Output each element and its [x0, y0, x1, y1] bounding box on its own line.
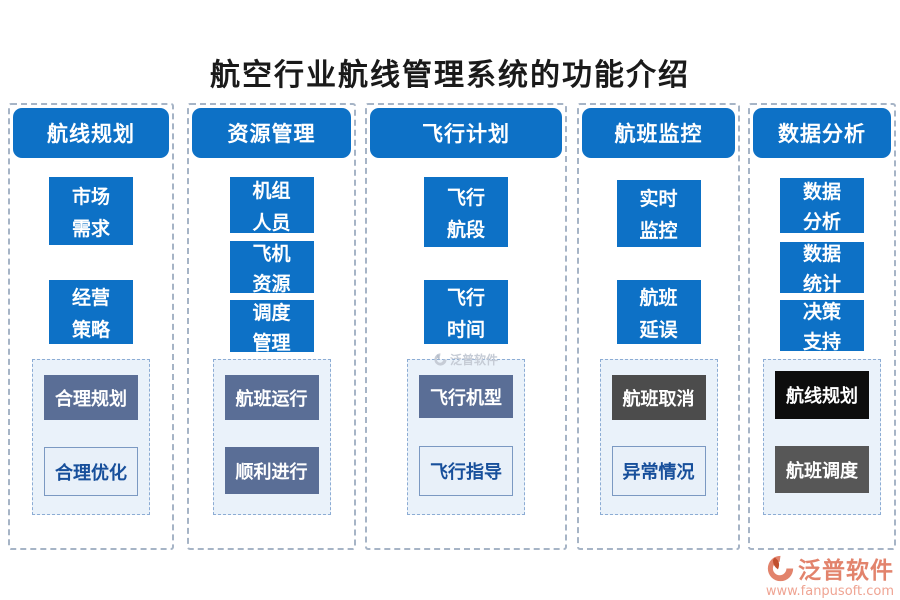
- benefit-group: 飞行机型 飞行指导: [407, 359, 525, 515]
- feature-box-data-analysis: 数据 分析: [780, 178, 864, 233]
- feature-text-line: 飞行: [446, 186, 485, 209]
- feature-text-line: 飞机: [252, 242, 291, 265]
- feature-text-line: 经营: [71, 286, 110, 309]
- column-data-analysis: 数据分析 数据 分析 数据 统计 决策 支持 航线规划 航班调度: [748, 103, 896, 550]
- benefit-box: 飞行指导: [419, 446, 513, 496]
- feature-text-line: 策略: [71, 318, 110, 341]
- page-title: 航空行业航线管理系统的功能介绍: [210, 58, 690, 93]
- feature-box-flight-time: 飞行 时间: [424, 280, 508, 344]
- feature-text-line: 时间: [446, 318, 485, 341]
- feature-text-line: 机组: [252, 179, 291, 202]
- feature-text-line: 资源: [252, 272, 291, 295]
- watermark-small-text: 泛普软件: [449, 353, 499, 367]
- feature-box-crew-members: 机组 人员: [229, 177, 314, 234]
- column-header-flight-plan: 飞行计划: [370, 108, 562, 158]
- fanpu-brand-url: www.fanpusoft.com: [765, 584, 894, 599]
- benefit-group: 航班运行 顺利进行: [212, 359, 331, 515]
- feature-box-market-demand: 市场 需求: [49, 177, 133, 245]
- feature-box-business-strategy: 经营 策略: [49, 280, 133, 344]
- benefit-box: 异常情况: [611, 446, 706, 496]
- benefit-box: 合理优化: [44, 447, 138, 496]
- watermark-small: 泛普软件: [434, 351, 498, 368]
- column-flight-monitoring: 航班监控 实时 监控 航班 延误 航班取消 异常情况: [577, 103, 740, 550]
- feature-text-line: 人员: [252, 211, 291, 234]
- column-flight-plan: 飞行计划 飞行 航段 飞行 时间 泛普软件 飞行机型 飞行指导: [365, 103, 567, 550]
- benefit-box: 航班调度: [775, 446, 869, 493]
- column-header-route-planning: 航线规划: [13, 108, 169, 158]
- benefit-box: 航班取消: [611, 375, 706, 420]
- benefit-box: 合理规划: [44, 375, 138, 420]
- feature-text-line: 数据: [802, 181, 841, 203]
- column-header-flight-monitoring: 航班监控: [582, 108, 735, 158]
- fanpu-brand-row: 泛普软件: [767, 551, 894, 585]
- feature-box-flight-delay: 航班 延误: [616, 280, 701, 344]
- feature-box-realtime-monitoring: 实时 监控: [616, 180, 701, 247]
- benefit-box: 飞行机型: [419, 375, 513, 418]
- feature-text-line: 数据: [802, 243, 841, 265]
- feature-box-data-statistics: 数据 统计: [780, 242, 864, 295]
- feature-text-line: 决策: [802, 301, 841, 323]
- feature-text-line: 实时: [639, 188, 678, 210]
- feature-text-line: 支持: [802, 331, 841, 353]
- column-header-data-analysis: 数据分析: [753, 108, 891, 158]
- benefit-box: 顺利进行: [224, 447, 319, 494]
- benefit-group: 合理规划 合理优化: [32, 359, 150, 515]
- fanpu-logo-icon: [767, 555, 794, 581]
- feature-text-line: 调度: [252, 301, 291, 324]
- benefit-box: 航线规划: [775, 371, 869, 419]
- column-header-resource-management: 资源管理: [192, 108, 351, 158]
- feature-box-aircraft-resources: 飞机 资源: [229, 241, 314, 295]
- feature-box-dispatch-management: 调度 管理: [229, 300, 314, 354]
- fanpu-brand-name: 泛普软件: [798, 558, 894, 584]
- benefit-group: 航线规划 航班调度: [763, 359, 881, 515]
- feature-text-line: 飞行: [446, 286, 485, 309]
- feature-text-line: 航班: [639, 286, 678, 309]
- column-resource-management: 资源管理 机组 人员 飞机 资源 调度 管理 航班运行 顺利进行: [187, 103, 356, 550]
- feature-text-line: 分析: [802, 211, 841, 233]
- feature-text-line: 市场: [71, 185, 110, 208]
- feature-box-flight-segment: 飞行 航段: [424, 177, 508, 247]
- feature-text-line: 需求: [71, 217, 110, 240]
- feature-text-line: 统计: [802, 273, 841, 295]
- benefit-box: 航班运行: [224, 375, 319, 420]
- benefit-group: 航班取消 异常情况: [599, 359, 718, 515]
- feature-text-line: 航段: [446, 218, 485, 241]
- fanpu-logo-icon: [434, 353, 447, 366]
- feature-text-line: 管理: [252, 331, 291, 354]
- feature-text-line: 延误: [639, 318, 678, 341]
- fanpu-brand-watermark: 泛普软件 www.fanpusoft.com: [766, 551, 894, 599]
- column-route-planning: 航线规划 市场 需求 经营 策略 合理规划 合理优化: [8, 103, 174, 550]
- feature-box-decision-support: 决策 支持: [780, 300, 864, 353]
- feature-text-line: 监控: [639, 220, 678, 242]
